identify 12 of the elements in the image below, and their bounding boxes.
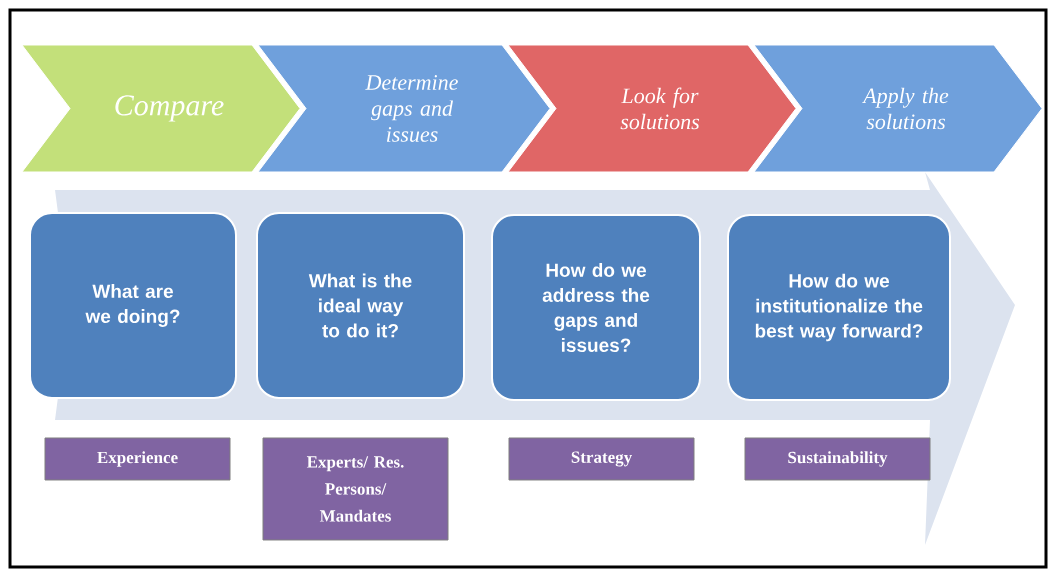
question-box: How do we institutionalize the best way forward? [727,214,951,401]
label-box: Experts/ Res. Persons/ Mandates [262,437,449,541]
step-banner: Look for solutions [507,44,797,173]
question-box: How do we address the gaps and issues? [491,214,701,401]
step-banner: Apply the solutions [753,44,1043,173]
label-box: Experience [44,437,231,481]
question-box: What are we doing? [29,212,237,399]
label-box: Sustainability [744,437,931,481]
label-box: Strategy [508,437,695,481]
question-box: What is the ideal way to do it? [256,212,465,399]
step-banner: Determine gaps and issues [257,44,551,173]
step-banner: Compare [21,44,301,173]
